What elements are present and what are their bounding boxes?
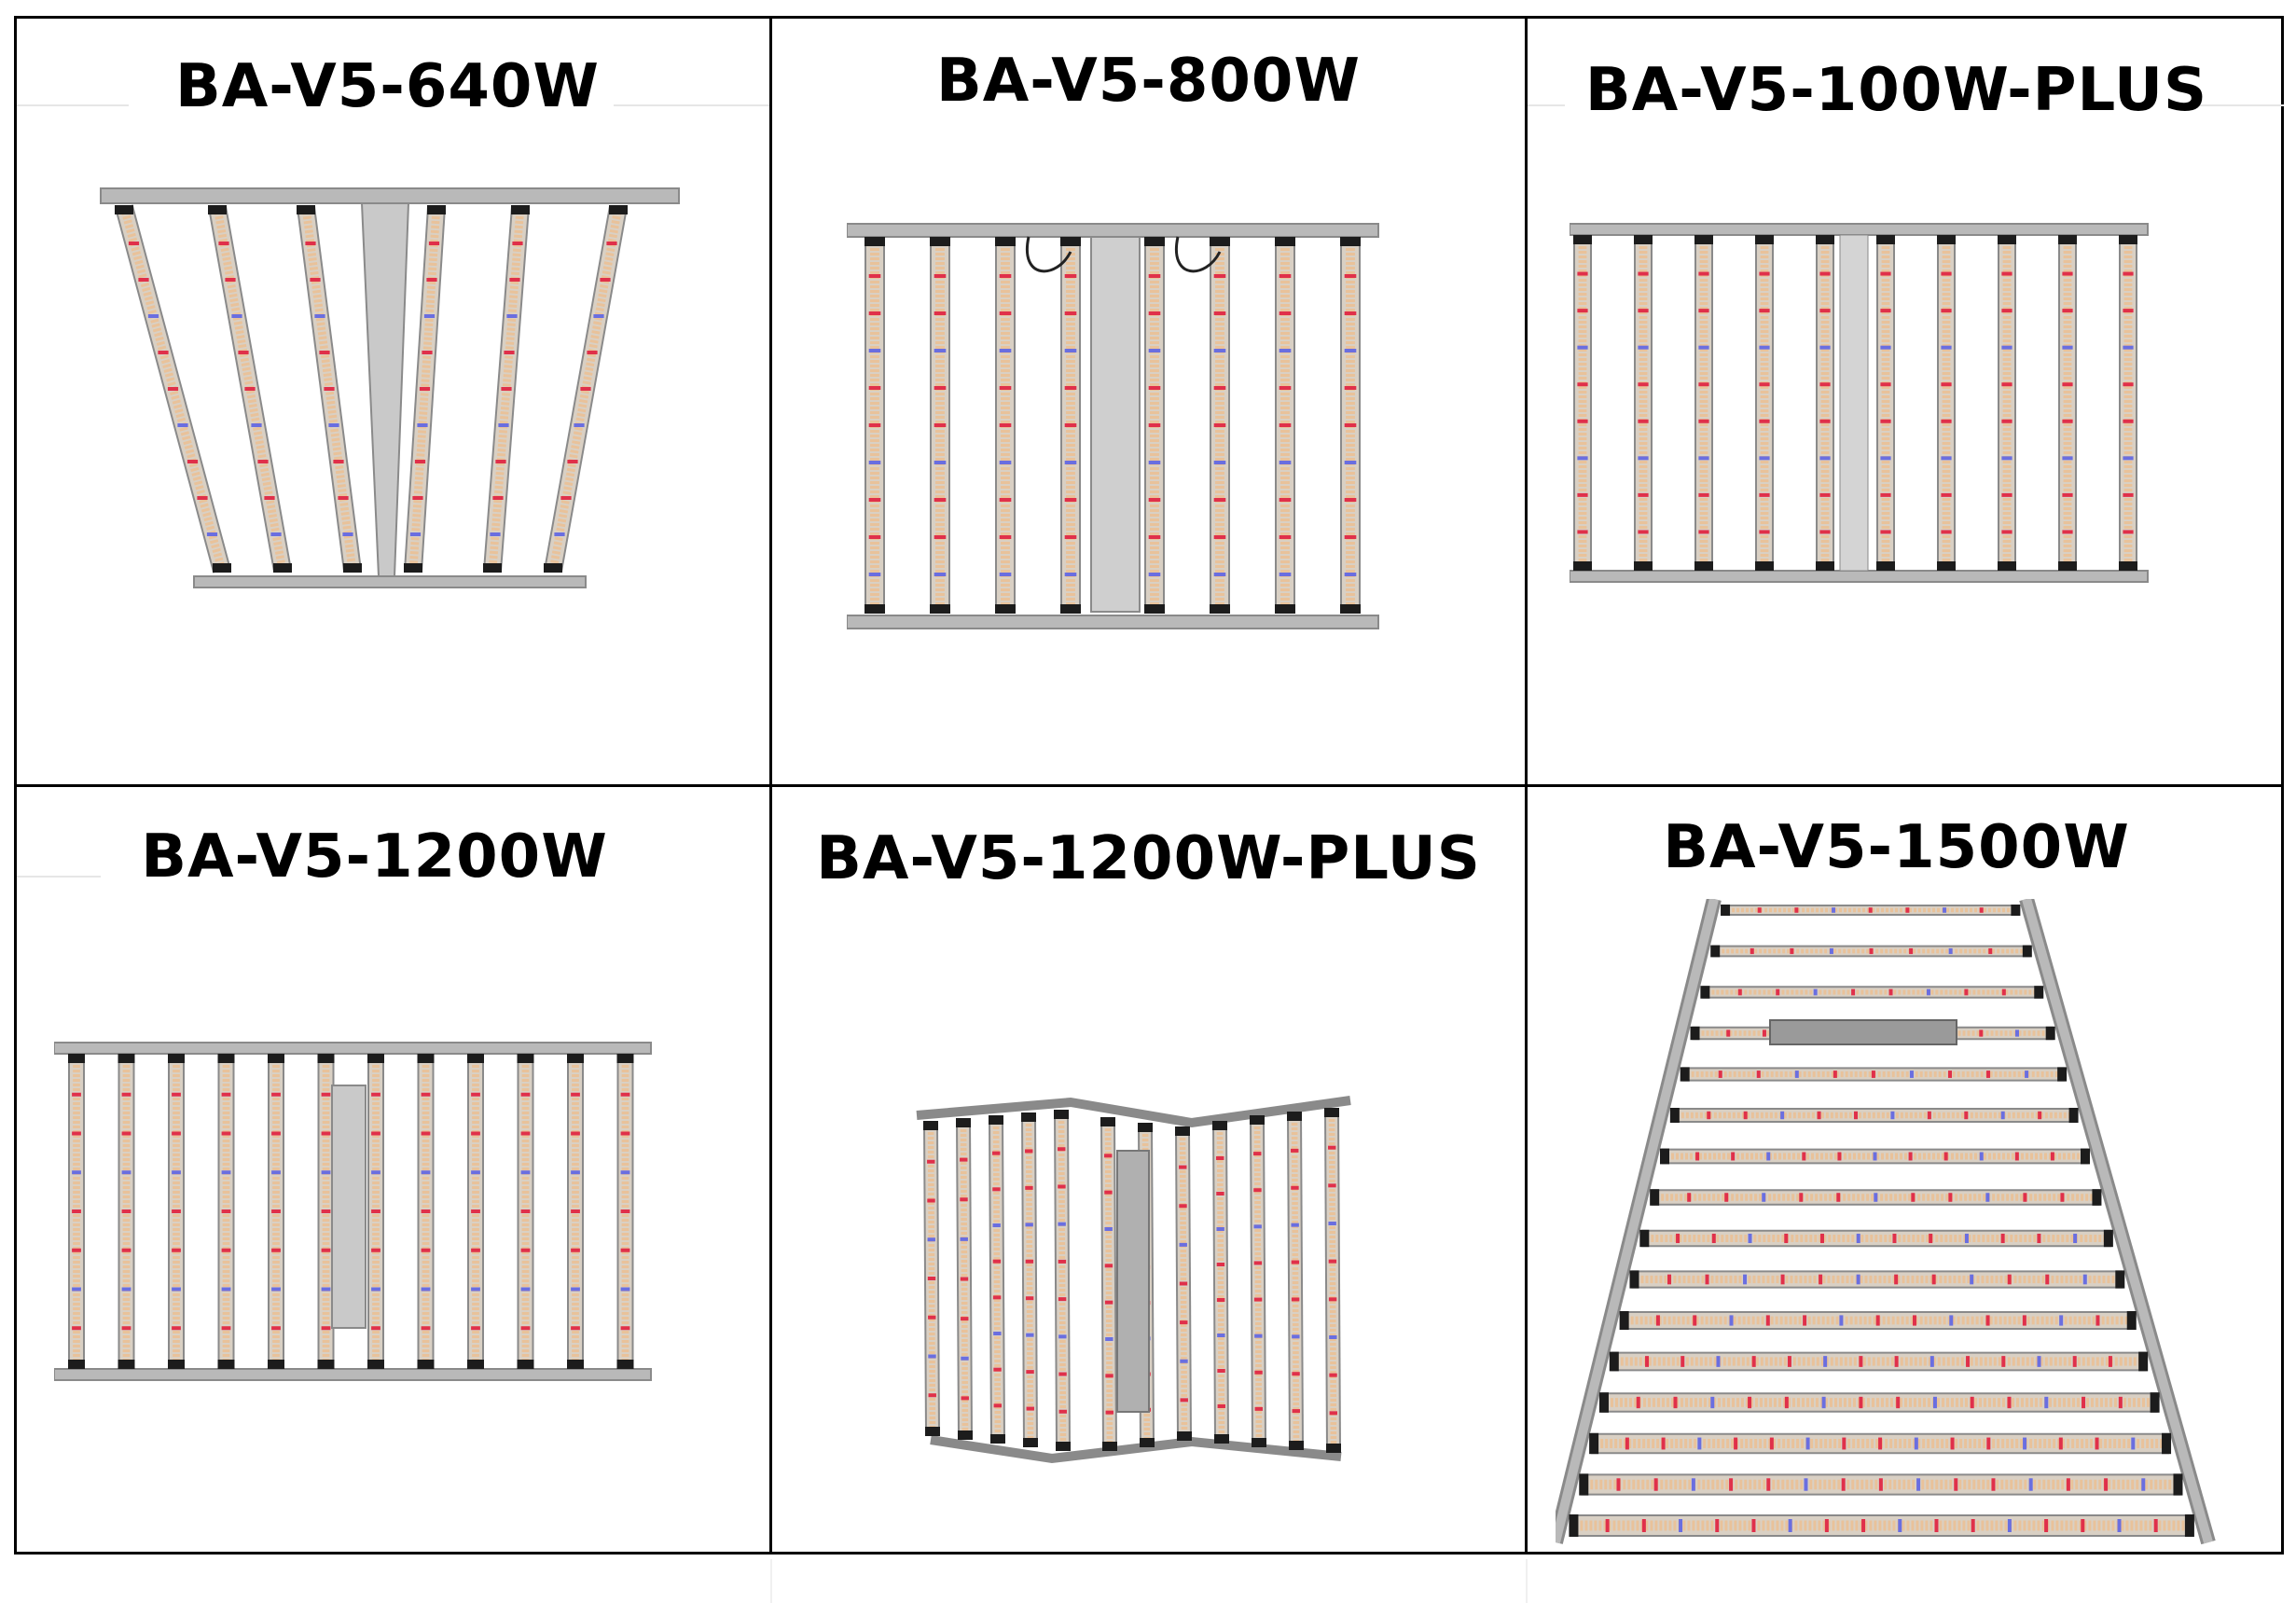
product-grid: BA-V5-640W BA-V5-800W BA-V5-100W-PLUS BA… <box>14 16 2284 1555</box>
grid-divider <box>17 784 2281 787</box>
product-title: BA-V5-800W <box>935 47 1362 116</box>
product-title: BA-V5-1200W-PLUS <box>816 824 1481 893</box>
grow-light-photo-1200w-plus <box>916 1096 1351 1464</box>
product-title: BA-V5-1200W <box>141 822 608 891</box>
grow-light-photo-640w <box>100 187 680 588</box>
product-title: BA-V5-100W-PLUS <box>1584 56 2208 125</box>
product-cell-1500w: BA-V5-1500W <box>1528 787 2284 1555</box>
grow-light-photo-100w-plus <box>1570 223 2149 583</box>
product-cell-640w: BA-V5-640W <box>17 19 769 784</box>
product-cell-1200w: BA-V5-1200W <box>17 787 769 1555</box>
grow-light-photo-1200w <box>54 1042 652 1381</box>
grow-light-photo-1500w <box>1556 899 2216 1545</box>
product-cell-1200w-plus: BA-V5-1200W-PLUS <box>772 787 1525 1555</box>
product-title: BA-V5-640W <box>174 52 601 121</box>
product-cell-800w: BA-V5-800W <box>772 19 1525 784</box>
product-title: BA-V5-1500W <box>1663 813 2130 882</box>
grow-light-photo-800w <box>847 223 1379 629</box>
product-cell-100w-plus: BA-V5-100W-PLUS <box>1528 19 2284 784</box>
